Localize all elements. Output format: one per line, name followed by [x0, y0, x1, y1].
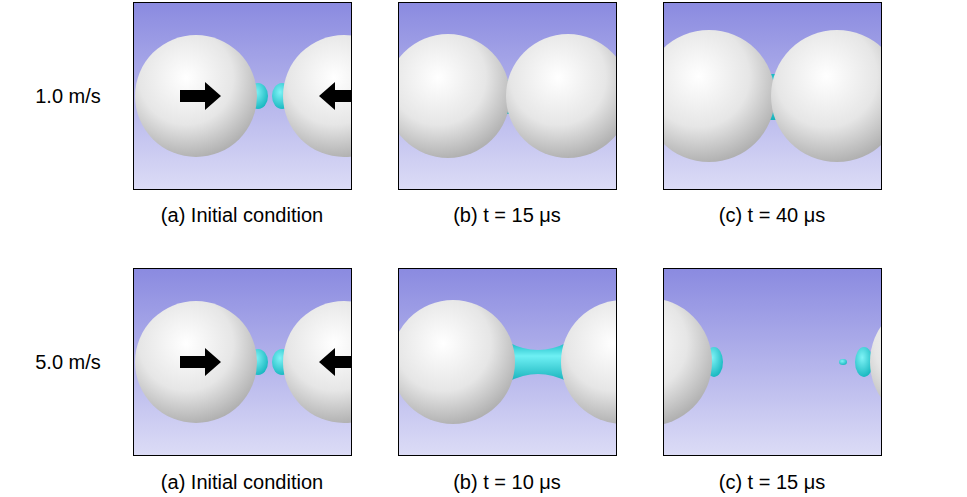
panel-caption: (b) t = 15 μs — [453, 204, 561, 226]
panel-caption: (b) t = 10 μs — [453, 471, 561, 493]
panel — [133, 268, 405, 456]
panel — [391, 268, 685, 456]
panel — [584, 268, 967, 456]
panel-caption: (c) t = 15 μs — [719, 471, 826, 493]
panel-caption: (a) Initial condition — [161, 204, 323, 226]
panel-caption: (a) Initial condition — [161, 471, 323, 493]
panel-caption: (c) t = 40 μs — [719, 204, 826, 226]
panel — [386, 2, 630, 190]
row-speed-label: 5.0 m/s — [35, 351, 101, 373]
row-speed-label: 1.0 m/s — [35, 85, 101, 107]
panel — [133, 2, 405, 190]
panel — [643, 2, 903, 190]
